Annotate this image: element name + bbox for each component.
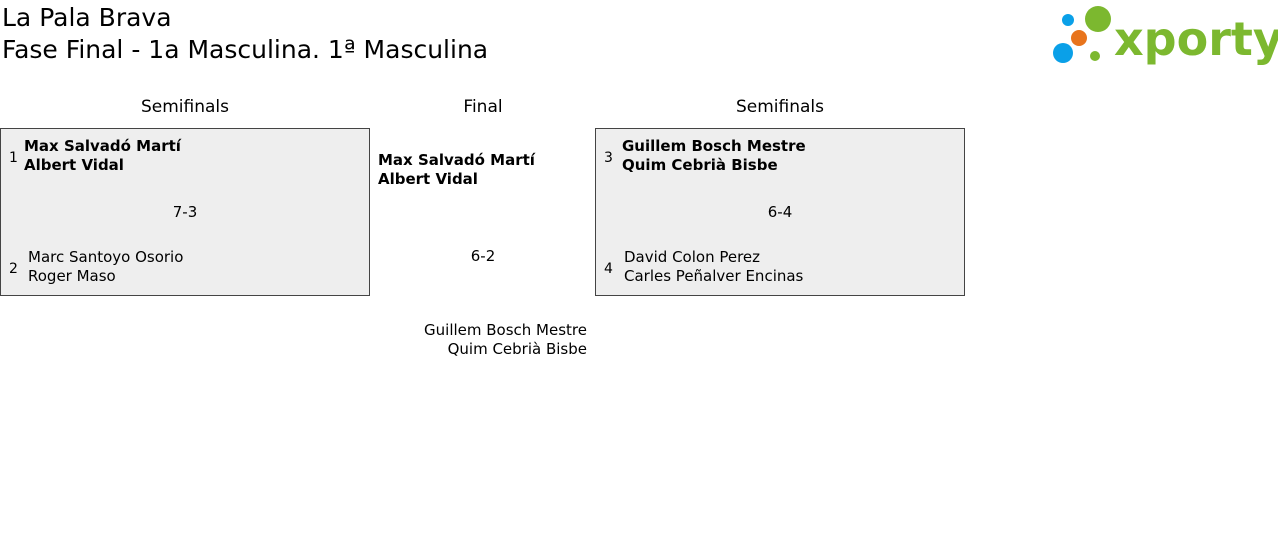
match-score: 6-4 bbox=[767, 203, 793, 221]
right-semifinals-heading: Semifinals bbox=[735, 97, 824, 117]
player-name: David Colon Perez bbox=[624, 248, 761, 266]
player-name: Albert Vidal bbox=[24, 156, 124, 174]
final-heading: Final bbox=[463, 97, 503, 117]
winner-team[interactable]: Max Salvadó Martí Albert Vidal bbox=[24, 137, 181, 175]
final-winner-team[interactable]: Max Salvadó Martí Albert Vidal bbox=[378, 151, 535, 189]
player-name: Roger Maso bbox=[28, 267, 116, 285]
final-runnerup-team[interactable]: Guillem Bosch Mestre Quim Cebrià Bisbe bbox=[378, 321, 587, 359]
seed-number: 1 bbox=[9, 150, 18, 166]
phase-title: Fase Final - 1a Masculina. 1ª Masculina bbox=[2, 35, 489, 64]
xporty-logo[interactable]: xporty bbox=[1050, 4, 1280, 68]
player-name: Quim Cebrià Bisbe bbox=[622, 156, 778, 174]
club-title: La Pala Brava bbox=[2, 3, 172, 32]
seed-number: 4 bbox=[604, 261, 613, 277]
final-score: 6-2 bbox=[470, 247, 496, 265]
left-semifinals-heading: Semifinals bbox=[140, 97, 229, 117]
xporty-dots-icon: xporty bbox=[1053, 6, 1280, 66]
player-name: Max Salvadó Martí bbox=[24, 137, 181, 155]
player-name: Carles Peñalver Encinas bbox=[624, 267, 804, 285]
match-score: 7-3 bbox=[172, 203, 198, 221]
player-name: Max Salvadó Martí bbox=[378, 151, 535, 169]
player-name: Guillem Bosch Mestre bbox=[622, 137, 806, 155]
player-name: Quim Cebrià Bisbe bbox=[447, 340, 587, 358]
seed-number: 3 bbox=[604, 150, 613, 166]
xporty-logo-text: xporty bbox=[1114, 12, 1278, 66]
winner-team[interactable]: Guillem Bosch Mestre Quim Cebrià Bisbe bbox=[622, 137, 806, 175]
right-semifinal-match[interactable]: 3 Guillem Bosch Mestre Quim Cebrià Bisbe… bbox=[595, 128, 965, 296]
player-name: Albert Vidal bbox=[378, 170, 478, 188]
player-name: Marc Santoyo Osorio bbox=[28, 248, 184, 266]
loser-team[interactable]: Marc Santoyo Osorio Roger Maso bbox=[28, 248, 183, 286]
left-semifinal-match[interactable]: 1 Max Salvadó Martí Albert Vidal 7-3 2 M… bbox=[0, 128, 370, 296]
loser-team[interactable]: David Colon Perez Carles Peñalver Encina… bbox=[624, 248, 803, 286]
player-name: Guillem Bosch Mestre bbox=[424, 321, 587, 339]
seed-number: 2 bbox=[9, 261, 18, 277]
